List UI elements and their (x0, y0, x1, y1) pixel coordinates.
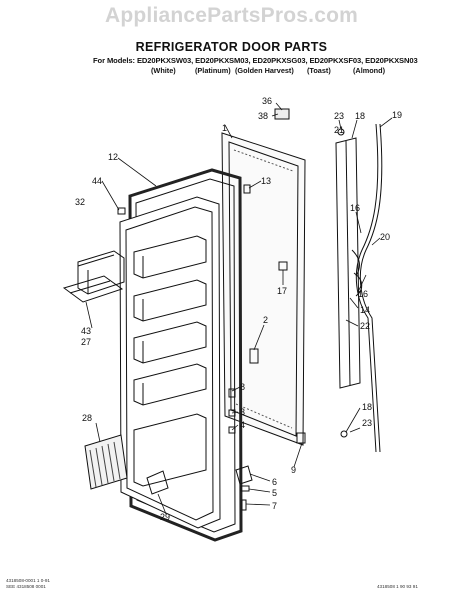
door-panel-dimples (233, 149, 294, 429)
footer-right-code: 4318508 1 90 93 91 (377, 584, 418, 589)
callout-38: 38 (258, 111, 268, 121)
part-3 (228, 409, 236, 417)
callout-leaders (85, 102, 393, 515)
callout-7: 7 (272, 501, 277, 511)
callout-labels: 36 38 1 23 18 19 21 12 13 44 32 16 20 17… (75, 96, 402, 522)
door-panel-inner (228, 141, 299, 437)
callout-2: 2 (263, 315, 268, 325)
callout-16b: 16 (358, 289, 368, 299)
callout-44: 44 (92, 176, 102, 186)
callout-28: 28 (82, 413, 92, 423)
part-6 (235, 465, 253, 485)
callout-16a: 16 (350, 203, 360, 213)
variant-golden-harvest: (Golden Harvest) (235, 66, 294, 75)
door-liner (119, 196, 221, 529)
callout-20: 20 (380, 232, 390, 242)
variant-platinum: (Platinum) (195, 66, 231, 75)
handle-assembly (335, 123, 383, 453)
callout-3: 3 (240, 407, 245, 417)
callout-9: 9 (291, 465, 296, 475)
callout-1: 1 (222, 123, 227, 133)
callout-23a: 23 (334, 111, 344, 121)
door-gasket (128, 168, 243, 542)
callout-21: 21 (334, 125, 344, 135)
part-4 (228, 426, 236, 434)
callout-8: 8 (240, 382, 245, 392)
part-44 (117, 207, 126, 215)
callout-19: 19 (392, 110, 402, 120)
callout-13: 13 (261, 176, 271, 186)
door-panel (221, 132, 306, 446)
footer-left-code-1: 4318508-0001 1 0-91 (6, 578, 50, 583)
callout-18b: 18 (362, 402, 372, 412)
watermark: AppliancePartsPros.com (105, 4, 358, 27)
variant-almond: (Almond) (353, 66, 386, 75)
part-7 (241, 499, 247, 511)
callout-29: 29 (160, 512, 170, 522)
callout-43: 43 (81, 326, 91, 336)
callout-32: 32 (75, 197, 85, 207)
callout-17: 17 (277, 286, 287, 296)
models-line: For Models: ED20PKXSW03, ED20PKXSM03, ED… (93, 56, 418, 65)
footer-left-code-2: SEE 4318508 0001 (6, 584, 46, 589)
callout-27: 27 (81, 337, 91, 347)
callout-12: 12 (108, 152, 118, 162)
callout-36: 36 (262, 96, 272, 106)
part-5 (240, 485, 250, 492)
variant-toast: (Toast) (307, 66, 331, 75)
dispenser-cover (62, 250, 125, 303)
diagram-title: REFRIGERATOR DOOR PARTS (135, 40, 328, 54)
part-28 (84, 434, 128, 490)
variant-white: (White) (151, 66, 176, 75)
part-28-grille (89, 441, 121, 488)
callout-18a: 18 (355, 111, 365, 121)
part-9 (296, 432, 306, 444)
part-13 (243, 184, 251, 194)
callout-14: 14 (360, 305, 370, 315)
part-36 (274, 108, 290, 120)
callout-5: 5 (272, 488, 277, 498)
color-variants: (White) (Platinum) (Golden Harvest) (Toast)… (151, 66, 385, 75)
part-29 (146, 470, 169, 495)
callout-6: 6 (272, 477, 277, 487)
callout-23b: 23 (362, 418, 372, 428)
part-8 (228, 388, 236, 398)
callout-22: 22 (360, 321, 370, 331)
callout-4: 4 (240, 420, 245, 430)
door-shelves (133, 235, 207, 487)
